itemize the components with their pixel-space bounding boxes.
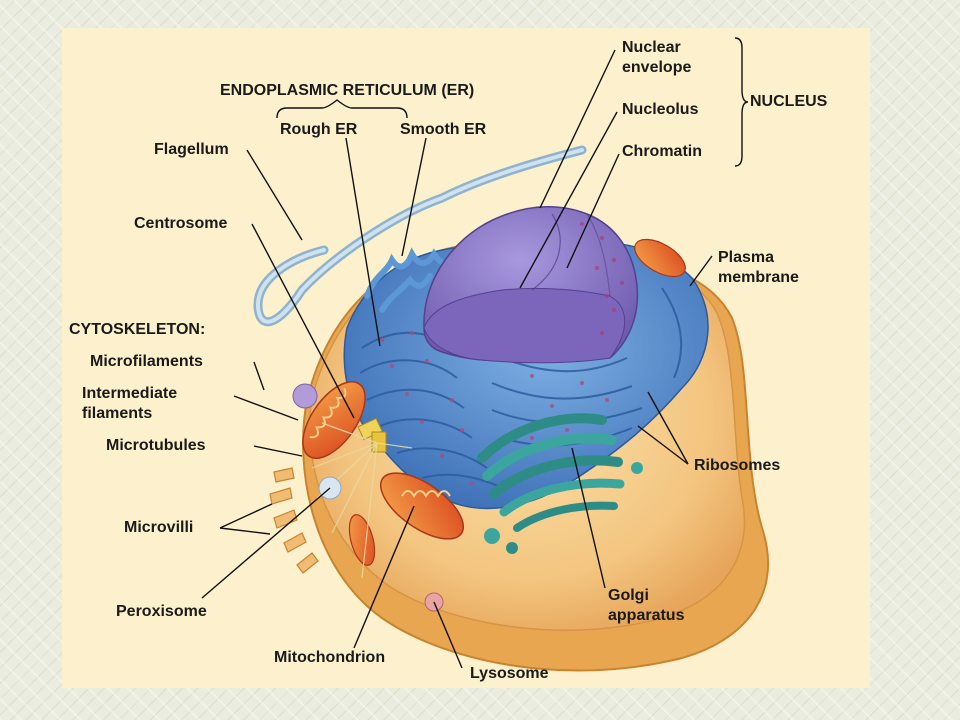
label-mitochondrion: Mitochondrion	[274, 649, 386, 666]
label-rough-er: Rough ER	[280, 121, 358, 138]
label-intermediate-filaments: Intermediate filaments	[82, 385, 178, 422]
label-ribosomes: Ribosomes	[694, 457, 781, 474]
microvilli	[269, 467, 319, 574]
smooth-er	[364, 247, 455, 313]
label-flagellum: Flagellum	[154, 141, 229, 158]
label-nucleus-group: NUCLEUS	[750, 93, 828, 110]
leader-lines	[201, 37, 749, 669]
cell-diagram	[201, 37, 770, 672]
label-centrosome: Centrosome	[134, 215, 228, 232]
label-smooth-er: Smooth ER	[400, 121, 487, 138]
label-peroxisome: Peroxisome	[116, 603, 207, 620]
label-golgi-apparatus: Golgi apparatus	[608, 587, 685, 624]
diagram-panel: ENDOPLASMIC RETICULUM (ER) Rough ER Smoo…	[62, 28, 870, 688]
label-microtubules: Microtubules	[106, 437, 206, 454]
label-plasma-membrane: Plasma membrane	[718, 249, 799, 286]
label-cytoskeleton: CYTOSKELETON:	[69, 321, 206, 338]
centrosome	[357, 417, 387, 453]
label-chromatin: Chromatin	[622, 143, 702, 160]
label-microvilli: Microvilli	[124, 519, 194, 536]
label-lysosome: Lysosome	[470, 665, 549, 682]
label-er-group: ENDOPLASMIC RETICULUM (ER)	[220, 82, 475, 99]
vesicles	[292, 383, 444, 612]
label-nuclear-envelope: Nuclear envelope	[622, 39, 692, 76]
golgi-apparatus	[477, 413, 643, 554]
label-nucleolus: Nucleolus	[622, 101, 699, 118]
mitochondria	[302, 238, 686, 566]
label-microfilaments: Microfilaments	[90, 353, 203, 370]
nucleus	[423, 206, 639, 364]
